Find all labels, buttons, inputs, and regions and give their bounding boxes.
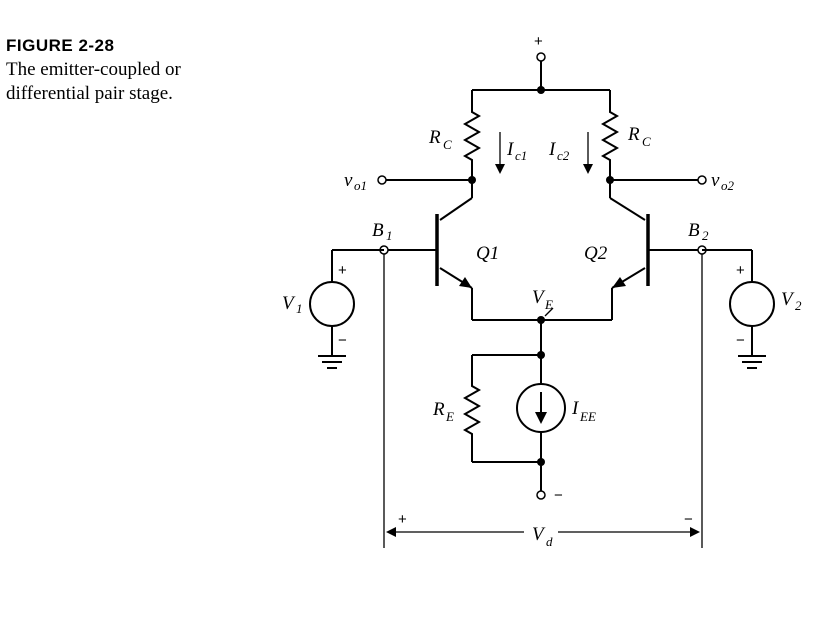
b2-label: B: [688, 220, 700, 241]
b2-subscript: 2: [702, 228, 709, 243]
re-subscript: E: [445, 409, 454, 424]
rc-right-label: R: [627, 124, 640, 145]
supply-plus-sign: +: [534, 33, 543, 50]
current-source-iee: I EE: [516, 355, 596, 462]
caption-line-1: The emitter-coupled or: [6, 59, 181, 80]
ve-label: V: [532, 287, 546, 308]
ic2-subscript: c2: [557, 148, 570, 163]
v1-subscript: 1: [296, 301, 303, 316]
vo1-label: v: [344, 170, 353, 191]
ic1-label: I: [506, 139, 515, 160]
emitter-resistor-re: R E: [432, 355, 482, 462]
vo2-terminal: [697, 175, 707, 185]
q1-label: Q1: [476, 243, 499, 264]
v1-plus: +: [338, 262, 347, 279]
q2-label: Q2: [584, 243, 608, 264]
v1-label: V: [282, 293, 296, 314]
figure-number: FIGURE 2-28: [6, 36, 115, 55]
base-b1: B 1: [372, 220, 437, 255]
negative-supply: −: [536, 462, 563, 504]
negative-supply-minus: −: [554, 487, 563, 504]
re-label: R: [432, 399, 445, 420]
collector-current-arrows: I c1 I c2: [495, 132, 593, 174]
ve-subscript: E: [544, 297, 553, 312]
voltage-source-v1: + − V 1: [282, 249, 384, 369]
v2-minus: −: [736, 332, 745, 349]
collector-resistor-left: R C: [428, 90, 482, 180]
supply-terminal: [536, 52, 546, 62]
v2-label: V: [781, 289, 795, 310]
base-b2: B 2: [648, 220, 709, 255]
differential-voltage-vd: + − V d: [383, 254, 703, 549]
vd-plus: +: [398, 511, 407, 528]
vo1-subscript: o1: [354, 178, 367, 193]
v2-plus: +: [736, 262, 745, 279]
vd-minus: −: [684, 511, 693, 528]
output-vo2: v o2: [606, 170, 735, 193]
ic1-subscript: c1: [515, 148, 527, 163]
output-vo1: v o1: [344, 170, 476, 193]
iee-subscript: EE: [579, 409, 596, 424]
vo2-label: v: [711, 170, 720, 191]
b1-label: B: [372, 220, 384, 241]
b1-subscript: 1: [386, 228, 393, 243]
v2-subscript: 2: [795, 298, 802, 313]
figure-caption: FIGURE 2-28 The emitter-coupled or diffe…: [6, 36, 181, 106]
caption-line-2: differential pair stage.: [6, 83, 173, 104]
rc-left-label: R: [428, 127, 441, 148]
top-node-dot: [537, 86, 545, 94]
collector-resistor-right: R C: [600, 90, 651, 180]
transistor-q2: Q2: [584, 180, 650, 320]
vd-subscript: d: [546, 534, 553, 549]
negative-supply-terminal: [536, 490, 546, 500]
vo2-subscript: o2: [721, 178, 735, 193]
rc-left-subscript: C: [443, 137, 452, 152]
ic2-label: I: [548, 139, 557, 160]
voltage-source-v2: + − V 2: [702, 249, 802, 369]
vo1-terminal: [377, 175, 387, 185]
transistor-q1: Q1: [435, 180, 499, 320]
v1-minus: −: [338, 332, 347, 349]
rc-right-subscript: C: [642, 134, 651, 149]
vd-label: V: [532, 524, 546, 545]
positive-supply: +: [534, 33, 546, 90]
iee-label: I: [571, 398, 580, 419]
